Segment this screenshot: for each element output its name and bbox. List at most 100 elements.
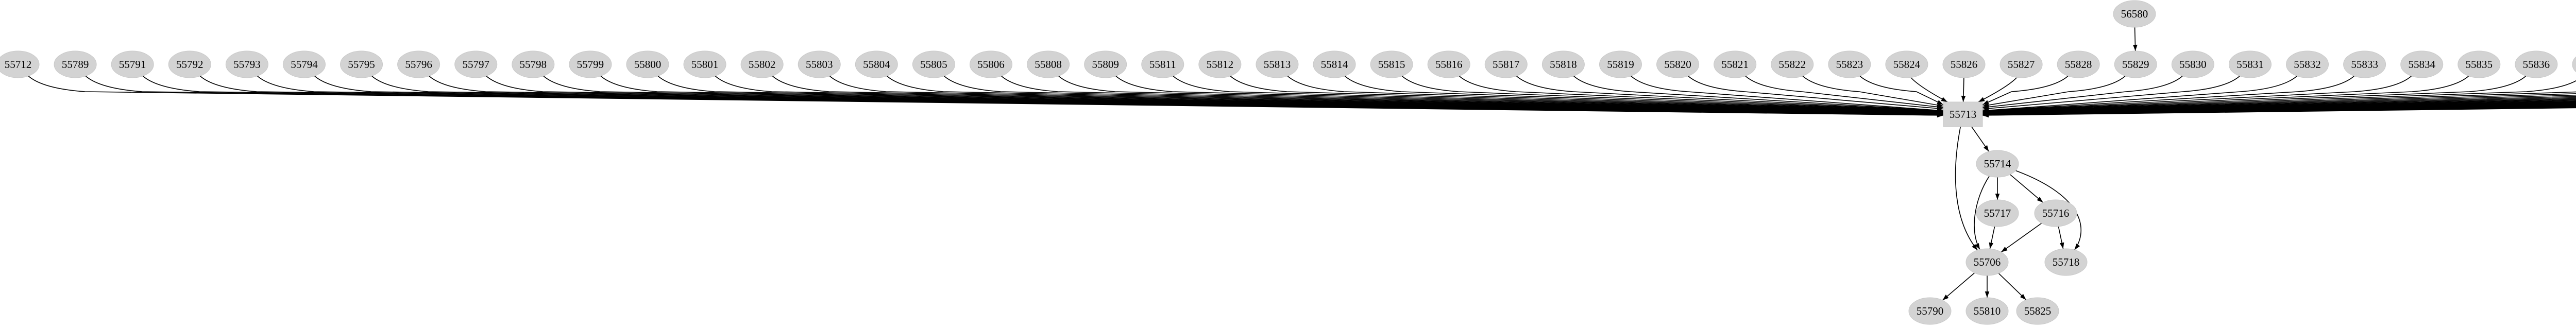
edge-55789-55713 [85, 75, 1944, 117]
node-ellipse-55706 [1965, 248, 2009, 276]
edge-55832-55713 [1982, 75, 2297, 113]
edge-55831-55713 [1982, 75, 2240, 111]
edge-55834-55713 [1982, 75, 2412, 113]
edge-55717-55706 [1989, 226, 1995, 249]
node-label-55817: 55817 [1493, 58, 1520, 71]
edge-55822-55713 [1802, 75, 1944, 108]
node-label-55798: 55798 [520, 58, 547, 71]
node-ellipse-56580 [2113, 0, 2156, 28]
edge-55828-55713 [1982, 75, 2069, 106]
node-label-55800: 55800 [634, 58, 662, 71]
edge-55713-55706 [1955, 126, 1978, 251]
graph-node-55790: 55790 [1908, 297, 1952, 325]
node-ellipse-55829 [2114, 50, 2157, 78]
node-ellipse-55798 [512, 50, 555, 78]
node-label-55790: 55790 [1917, 305, 1944, 317]
node-ellipse-55790 [1908, 297, 1952, 325]
edge-55815-55713 [1401, 75, 1944, 114]
node-label-55791: 55791 [119, 58, 146, 71]
node-label-55824: 55824 [1893, 58, 1921, 71]
graph-node-55804: 55804 [855, 50, 898, 78]
node-label-55822: 55822 [1778, 58, 1806, 71]
node-ellipse-55805 [912, 50, 955, 78]
node-ellipse-55837 [2572, 56, 2576, 73]
graph-node-55834: 55834 [2400, 50, 2444, 78]
edge-55836-55713 [1982, 75, 2527, 114]
graph-node-55833: 55833 [2343, 50, 2386, 78]
edge-55809-55713 [1115, 75, 1944, 114]
node-label-55793: 55793 [233, 58, 261, 71]
node-label-55816: 55816 [1435, 58, 1463, 71]
graph-node-55817: 55817 [1484, 50, 1528, 78]
node-label-55834: 55834 [2408, 58, 2435, 71]
node-label-55804: 55804 [863, 58, 890, 71]
node-ellipse-55818 [1541, 50, 1585, 78]
node-label-55836: 55836 [2523, 58, 2550, 71]
node-ellipse-55813 [1256, 50, 1299, 78]
node-label-55819: 55819 [1607, 58, 1634, 71]
graph-node-55714: 55714 [1976, 150, 2019, 178]
node-label-55806: 55806 [977, 58, 1005, 71]
node-label-55810: 55810 [1974, 305, 2001, 317]
node-label-55717: 55717 [1984, 207, 2011, 219]
edge-55714-55716 [2009, 174, 2044, 203]
edge-55808-55713 [1058, 75, 1944, 115]
node-ellipse-55823 [1828, 50, 1871, 78]
node-ellipse-55803 [798, 50, 841, 78]
node-label-55803: 55803 [806, 58, 833, 71]
edge-55800-55713 [657, 75, 1944, 116]
node-ellipse-55822 [1771, 50, 1814, 78]
graph-node-55791: 55791 [111, 50, 154, 78]
edge-55833-55713 [1982, 75, 2355, 113]
edge-55706-55825 [1998, 273, 2027, 300]
node-ellipse-55811 [1141, 50, 1184, 78]
node-ellipse-55809 [1084, 50, 1127, 78]
graph-node-55819: 55819 [1599, 50, 1642, 78]
graph-node-55812: 55812 [1198, 50, 1242, 78]
node-label-55805: 55805 [920, 58, 947, 71]
edge-55829-55713 [1982, 75, 2126, 108]
node-ellipse-55802 [740, 50, 784, 78]
edge-55804-55713 [886, 75, 1944, 115]
graph-node-55814: 55814 [1313, 50, 1356, 78]
node-label-55797: 55797 [462, 58, 489, 71]
edge-55814-55713 [1344, 75, 1944, 114]
node-label-55713: 55713 [1950, 108, 1977, 121]
node-box-55713 [1943, 101, 1983, 127]
graph-node-55826: 55826 [1942, 50, 1986, 78]
node-label-56580: 56580 [2121, 8, 2148, 20]
edge-55792-55713 [199, 75, 1944, 117]
graph-node-55828: 55828 [2057, 50, 2100, 78]
node-label-55830: 55830 [2179, 58, 2207, 71]
node-ellipse-55819 [1599, 50, 1642, 78]
graph-node-55824: 55824 [1885, 50, 1928, 78]
graph-node-55810: 55810 [1965, 297, 2009, 325]
node-ellipse-55830 [2171, 50, 2214, 78]
node-label-55828: 55828 [2065, 58, 2092, 71]
edge-55817-55713 [1516, 75, 1944, 113]
graph-node-55818: 55818 [1541, 50, 1585, 78]
graph-node-55802: 55802 [740, 50, 784, 78]
graph-node-55820: 55820 [1656, 50, 1700, 78]
graph-node-55793: 55793 [225, 50, 268, 78]
node-label-55796: 55796 [405, 58, 432, 71]
node-ellipse-55834 [2400, 50, 2444, 78]
edge-55713-55714 [1971, 126, 1990, 152]
edge-55799-55713 [600, 75, 1944, 116]
edge-55793-55713 [257, 75, 1944, 117]
graph-node-55713: 55713 [1943, 101, 1983, 127]
node-ellipse-55816 [1427, 50, 1470, 78]
graph-node-55831: 55831 [2228, 50, 2272, 78]
node-ellipse-55794 [282, 50, 326, 78]
edge-55811-55713 [1173, 75, 1944, 114]
graph-node-55823: 55823 [1828, 50, 1871, 78]
edge-55813-55713 [1287, 75, 1944, 114]
edge-55794-55713 [314, 75, 1944, 117]
node-label-55832: 55832 [2294, 58, 2321, 71]
node-label-55820: 55820 [1664, 58, 1691, 71]
node-label-55801: 55801 [691, 58, 719, 71]
graph-node-55796: 55796 [397, 50, 440, 78]
graph-node-55809: 55809 [1084, 50, 1127, 78]
node-ellipse-55801 [683, 50, 726, 78]
